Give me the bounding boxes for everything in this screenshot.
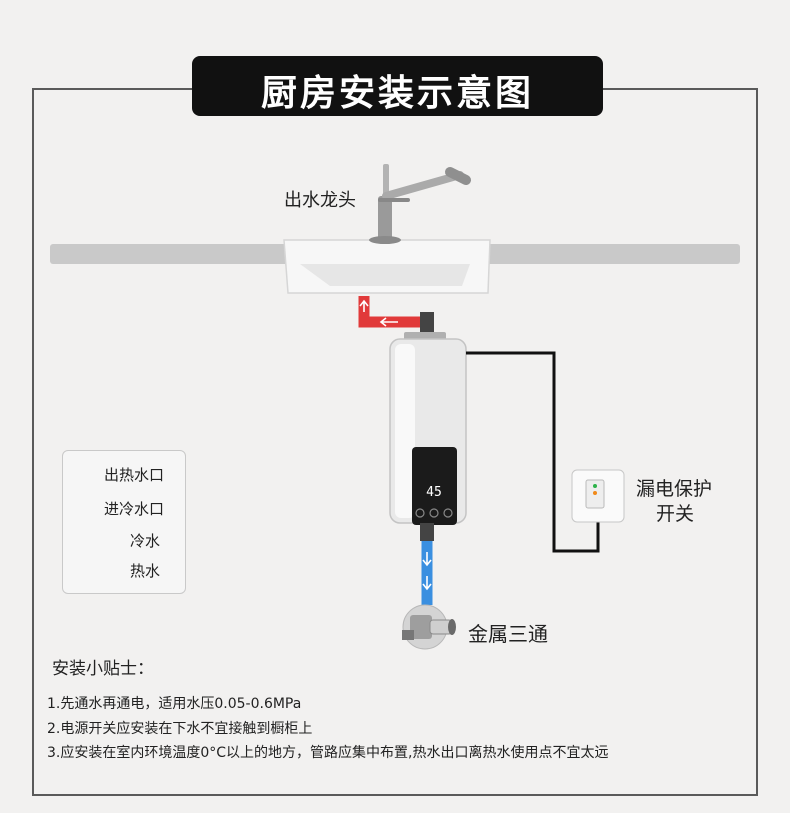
leakage-switch-icon — [571, 469, 625, 523]
legend-box — [62, 450, 186, 594]
switch-label-line2: 开关 — [656, 503, 695, 525]
title-banner: 厨房安装示意图 — [192, 56, 603, 116]
sink-icon — [283, 239, 491, 294]
hot-water-pipe — [358, 296, 426, 328]
heater-bottom-fitting — [420, 523, 434, 541]
legend-cold-water: 冷水 — [130, 532, 161, 550]
legend-hot-water: 热水 — [130, 562, 161, 580]
tip-item-3: 3.应安装在室内环境温度0°C以上的地方，管路应集中布置,热水出口离热水使用点不… — [47, 745, 609, 761]
valve-label: 金属三通 — [468, 622, 548, 646]
faucet-icon — [369, 164, 471, 244]
page-title: 厨房安装示意图 — [260, 73, 534, 114]
cold-water-pipe — [421, 541, 433, 605]
power-cable — [466, 351, 600, 553]
faucet-label: 出水龙头 — [284, 190, 356, 211]
tip-item-2: 2.电源开关应安装在下水不宜接触到橱柜上 — [47, 721, 313, 737]
tips-heading: 安装小贴士： — [52, 659, 154, 679]
legend-cold-inlet: 进冷水口 — [104, 500, 165, 518]
legend-hot-outlet: 出热水口 — [104, 466, 165, 484]
switch-label-line1: 漏电保护 — [636, 478, 713, 500]
heater-display: 45 — [426, 485, 442, 500]
tip-item-1: 1.先通水再通电，适用水压0.05-0.6MPa — [47, 696, 302, 712]
angle-valve-icon — [402, 604, 456, 650]
